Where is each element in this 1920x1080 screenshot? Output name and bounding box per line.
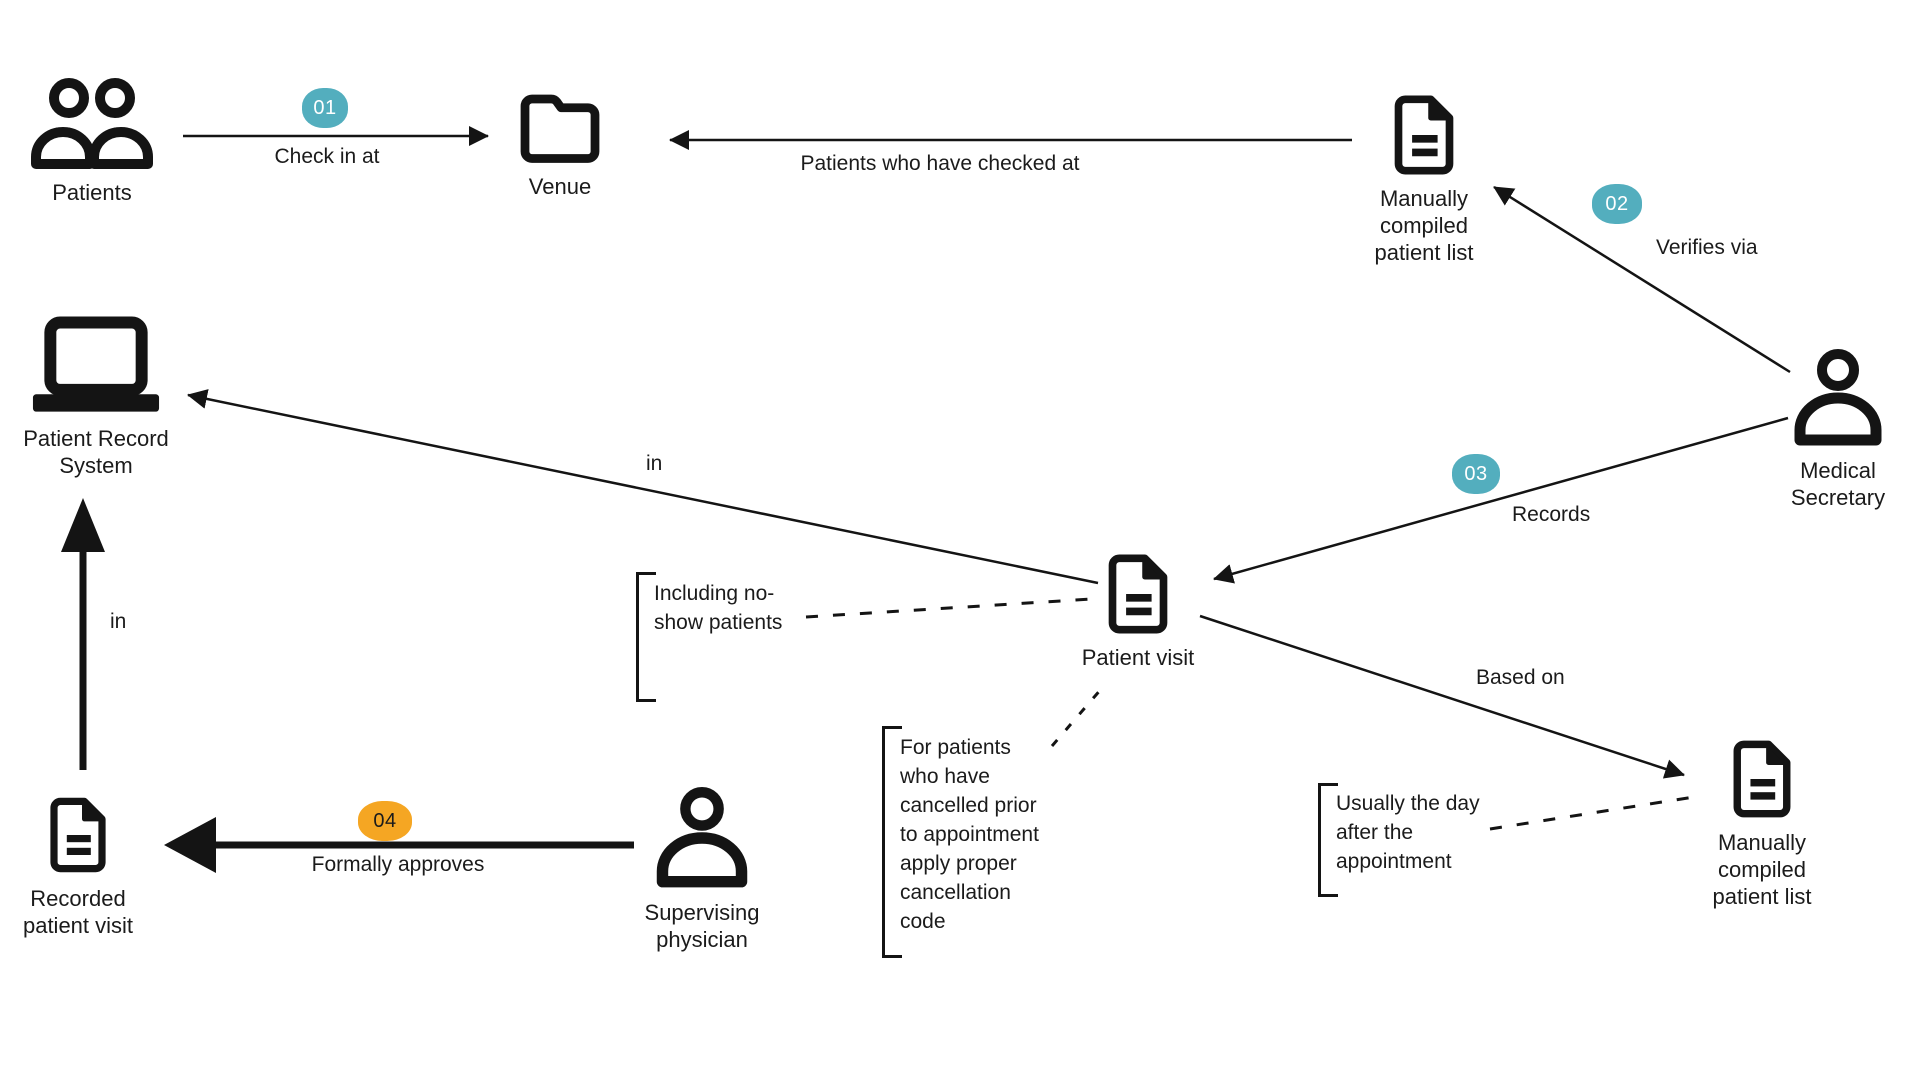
node-patient-list-bottom: Manually compiled patient list [1672,738,1852,910]
annotation-cancellation: For patients who have cancelled prior to… [900,736,1039,933]
node-recorded-patient-visit: Recorded patient visit [0,794,168,940]
document-icon [50,797,106,873]
node-label-patient-record-system: Patient Record System [23,426,169,478]
document-icon [1733,740,1791,818]
people-icon [31,78,153,169]
edge-approves-arrow [164,817,634,873]
step-badge-01: 01 [302,88,348,128]
connector-cancellation-dashed [1050,687,1104,747]
annotation-day-after: Usually the day after the appointment [1336,792,1480,873]
step-badge-02: 02 [1592,184,1642,224]
edge-visit-in-system-arrow [187,389,1099,585]
edge-label-check-in: Check in at [274,145,380,168]
document-icon [1108,554,1168,634]
edge-label-verifies: Verifies via [1656,236,1758,259]
bracket-icon [636,572,656,702]
edge-label-recorded-in-system: in [110,610,127,633]
node-venue: Venue [470,90,650,201]
edge-verifies-arrow [1493,185,1791,374]
edge-label-based-on: Based on [1476,666,1565,689]
edge-recorded-in-system-arrow [61,498,105,770]
node-label-venue: Venue [528,174,592,199]
node-label-patients: Patients [52,180,132,205]
node-patients: Patients [2,78,182,207]
edge-label-approves: Formally approves [311,853,485,876]
node-label-patient-list-bottom: Manually compiled patient list [1712,830,1812,909]
bracket-icon [882,726,902,958]
node-label-patient-list-top: Manually compiled patient list [1374,186,1474,265]
edge-label-records: Records [1512,503,1591,526]
bracket-icon [1318,783,1338,897]
node-label-patient-visit: Patient visit [1081,645,1195,670]
person-icon [1794,349,1882,446]
annotation-no-show: Including no- show patients [654,582,783,634]
edge-based-on-arrow [1199,614,1685,779]
connector-no-show-dashed [805,597,1093,619]
node-patient-record-system: Patient Record System [6,316,186,480]
folder-icon [520,94,600,163]
step-badge-04: 04 [358,801,412,841]
edge-label-visit-in-system: in [646,452,663,475]
edge-label-checked-at: Patients who have checked at [800,152,1080,175]
node-patient-list-top: Manually compiled patient list [1334,94,1514,266]
laptop-icon [32,316,160,412]
node-label-recorded-patient-visit: Recorded patient visit [22,886,134,938]
node-medical-secretary: Medical Secretary [1748,348,1920,512]
edge-records-arrow [1213,416,1789,584]
node-supervising-physician: Supervising physician [612,786,792,954]
connector-day-after-dashed [1489,795,1695,831]
node-label-supervising-physician: Supervising physician [644,900,760,952]
document-icon [1394,95,1454,175]
step-badge-03: 03 [1452,454,1500,494]
node-label-medical-secretary: Medical Secretary [1790,458,1886,510]
node-patient-visit: Patient visit [1048,553,1228,672]
person-icon [656,787,748,888]
